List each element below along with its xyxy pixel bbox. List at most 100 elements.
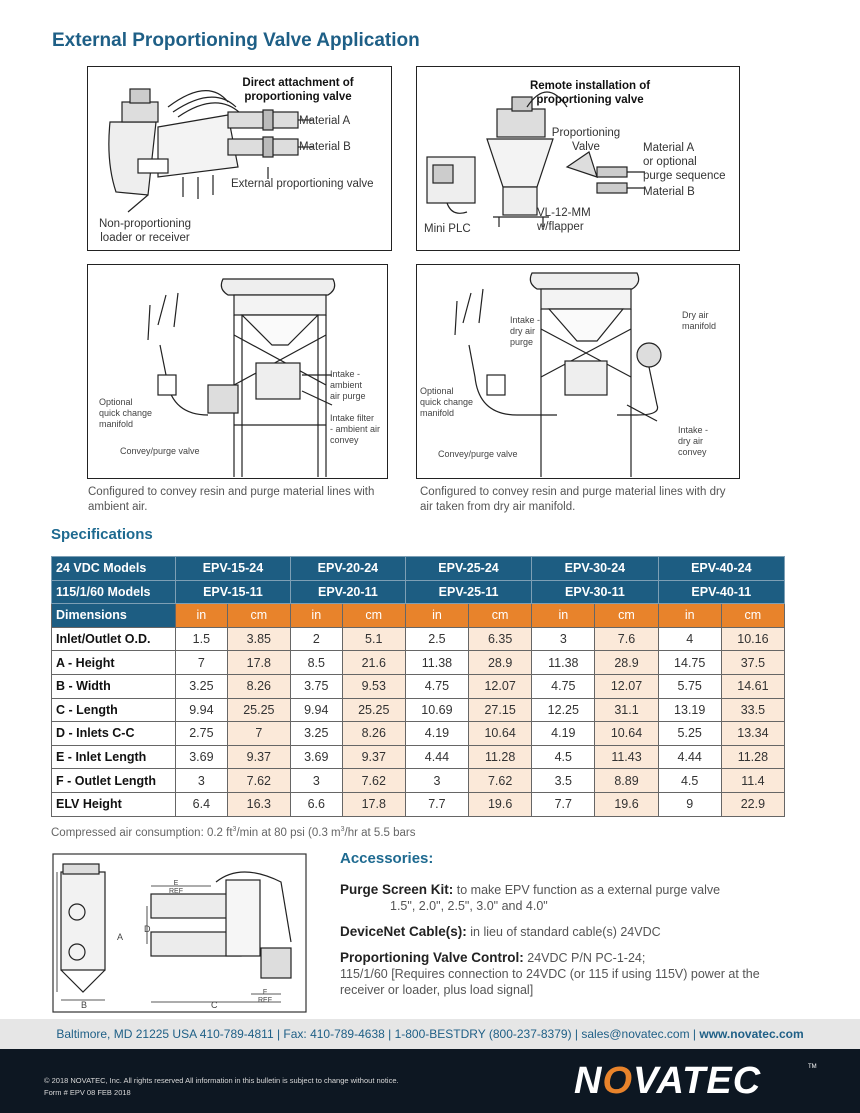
specs-cell-cm: 11.43 <box>594 744 659 770</box>
logo-rest: VATEC <box>633 1060 762 1102</box>
specs-row-label: E - Inlet Length <box>51 744 176 770</box>
specs-cell-cm: 12.07 <box>468 673 533 699</box>
specs-cell-cm: 5.1 <box>341 626 406 652</box>
specs-cell-in: 3.5 <box>531 768 596 793</box>
note-sup: 3 <box>232 826 237 833</box>
specs-cell-in: 3 <box>289 768 343 793</box>
specs-cell-cm: 28.9 <box>468 650 533 675</box>
purge-sizes: 1.5", 2.0", 2.5", 3.0" and 4.0" <box>390 899 548 913</box>
specs-cell-in: 3 <box>175 768 228 793</box>
fig3-intake-label: Intake - ambient air purge <box>330 369 366 401</box>
specs-cell-in: 4.19 <box>531 721 596 746</box>
footer-bar <box>0 1019 860 1049</box>
specs-row-label: ELV Height <box>51 791 176 817</box>
specs-cell-cm: 11.28 <box>720 744 786 770</box>
dim-d: D <box>144 924 151 934</box>
fig4-manifold-label: Optional quick change manifold <box>420 386 474 418</box>
unit-cm: cm <box>341 603 406 628</box>
specs-cell-in: 4.44 <box>404 744 470 770</box>
specs-cell-in: 6.6 <box>289 791 343 817</box>
specs-cell-cm: 33.5 <box>720 697 786 723</box>
page-title: External Proportioning Valve Application <box>52 30 420 51</box>
air-consumption-note: Compressed air consumption: 0.2 ft3/min … <box>51 826 416 839</box>
specs-cell-cm: 13.34 <box>720 721 786 746</box>
specs-model-cell: EPV-20-11 <box>289 579 406 605</box>
specs-model-cell: EPV-15-11 <box>175 579 291 605</box>
unit-cm: cm <box>594 603 659 628</box>
unit-in: in <box>404 603 470 628</box>
specs-cell-cm: 28.9 <box>594 650 659 675</box>
specs-cell-in: 2 <box>289 626 343 652</box>
specs-cell-cm: 17.8 <box>341 791 406 817</box>
purge-label: Purge Screen Kit: <box>340 882 454 897</box>
pvc-label: Proportioning Valve Control: <box>340 950 524 965</box>
specs-cell-in: 9.94 <box>289 697 343 723</box>
specs-model-cell: EPV-40-24 <box>657 556 786 581</box>
logo-tm: TM <box>808 1064 817 1070</box>
logo-o: O <box>602 1060 634 1102</box>
fig2-material-a-label: Material A or optional purge sequence <box>643 142 726 182</box>
specs-model-cell: EPV-15-24 <box>175 556 291 581</box>
fig4-intake-dry-label: Intake - dry air purge <box>510 315 541 347</box>
unit-in: in <box>175 603 228 628</box>
specs-cell-cm: 7 <box>226 721 291 746</box>
fig4-intake-convey-label: Intake - dry air convey <box>678 425 709 457</box>
pvc-text2: 115/1/60 [Requires connection to 24VDC (… <box>340 967 760 997</box>
specs-cell-cm: 10.16 <box>720 626 786 652</box>
specs-row-label: C - Length <box>51 697 176 723</box>
specs-cell-cm: 8.26 <box>341 721 406 746</box>
figure-direct-attachment: Direct attachment of proportioning valve… <box>87 66 392 251</box>
fig2-vl-label: VL-12-MM w/flapper <box>537 207 591 233</box>
specs-row-dimensions: Dimensions in cm in cm in cm in cm in cm <box>51 603 786 628</box>
fig2-title: Remote installation of proportioning val… <box>529 80 651 106</box>
fig4-convey-label: Convey/purge valve <box>438 449 518 459</box>
specs-cell-cm: 21.6 <box>341 650 406 675</box>
fig1-material-a-label: Material A <box>299 115 351 127</box>
specs-cell-cm: 6.35 <box>468 626 533 652</box>
devicenet-text: in lieu of standard cable(s) 24VDC <box>466 925 661 939</box>
dimension-drawing: E REF F REF A B C D <box>51 852 308 1014</box>
specs-cell-cm: 9.37 <box>341 744 406 770</box>
dim-e-ref: E REF <box>169 880 183 895</box>
specs-cell-in: 4.19 <box>404 721 470 746</box>
specs-cell-cm: 7.62 <box>468 768 533 793</box>
accessory-pvc: Proportioning Valve Control: 24VDC P/N P… <box>340 950 790 998</box>
specs-cell-in: 2.75 <box>175 721 228 746</box>
specs-cell-in: 4.44 <box>657 744 722 770</box>
remote-installation-drawing <box>426 91 645 227</box>
specs-cell-in: 3.69 <box>289 744 343 770</box>
figure-dry-air: Intake - dry air purge Dry air manifold … <box>416 264 740 479</box>
unit-cm: cm <box>226 603 291 628</box>
note-part: Compressed air consumption: 0.2 ft <box>51 826 233 839</box>
unit-cm: cm <box>720 603 786 628</box>
copyright: © 2018 NOVATEC, Inc. All rights reserved… <box>44 1075 399 1099</box>
website-link[interactable]: www.novatec.com <box>699 1027 804 1041</box>
specs-row-label: Inlet/Outlet O.D. <box>51 626 176 652</box>
specs-cell-in: 3.69 <box>175 744 228 770</box>
specs-cell-in: 5.75 <box>657 673 722 699</box>
specs-model-cell: EPV-40-11 <box>657 579 786 605</box>
specs-cell-cm: 11.4 <box>720 768 786 793</box>
specs-cell-in: 3.25 <box>175 673 228 699</box>
specs-row-label: A - Height <box>51 650 176 675</box>
specs-cell-cm: 17.8 <box>226 650 291 675</box>
unit-in: in <box>657 603 722 628</box>
fig3-manifold-label: Optional quick change manifold <box>99 397 153 429</box>
copyright-text: © 2018 NOVATEC, Inc. All rights reserved… <box>44 1076 399 1085</box>
dim-c: C <box>211 1000 218 1010</box>
specs-cell-in: 4 <box>657 626 722 652</box>
specs-cell-cm: 10.64 <box>468 721 533 746</box>
specs-cell-cm: 16.3 <box>226 791 291 817</box>
specs-cell-cm: 7.62 <box>341 768 406 793</box>
specs-cell-in: 10.69 <box>404 697 470 723</box>
figure-remote-installation: Remote installation of proportioning val… <box>416 66 740 251</box>
specs-115-label: 115/1/60 Models <box>51 579 176 605</box>
logo-n: N <box>574 1060 603 1102</box>
specs-cell-in: 1.5 <box>175 626 228 652</box>
specs-row-label: B - Width <box>51 673 176 699</box>
specs-cell-in: 4.75 <box>531 673 596 699</box>
devicenet-label: DeviceNet Cable(s): <box>340 924 467 939</box>
